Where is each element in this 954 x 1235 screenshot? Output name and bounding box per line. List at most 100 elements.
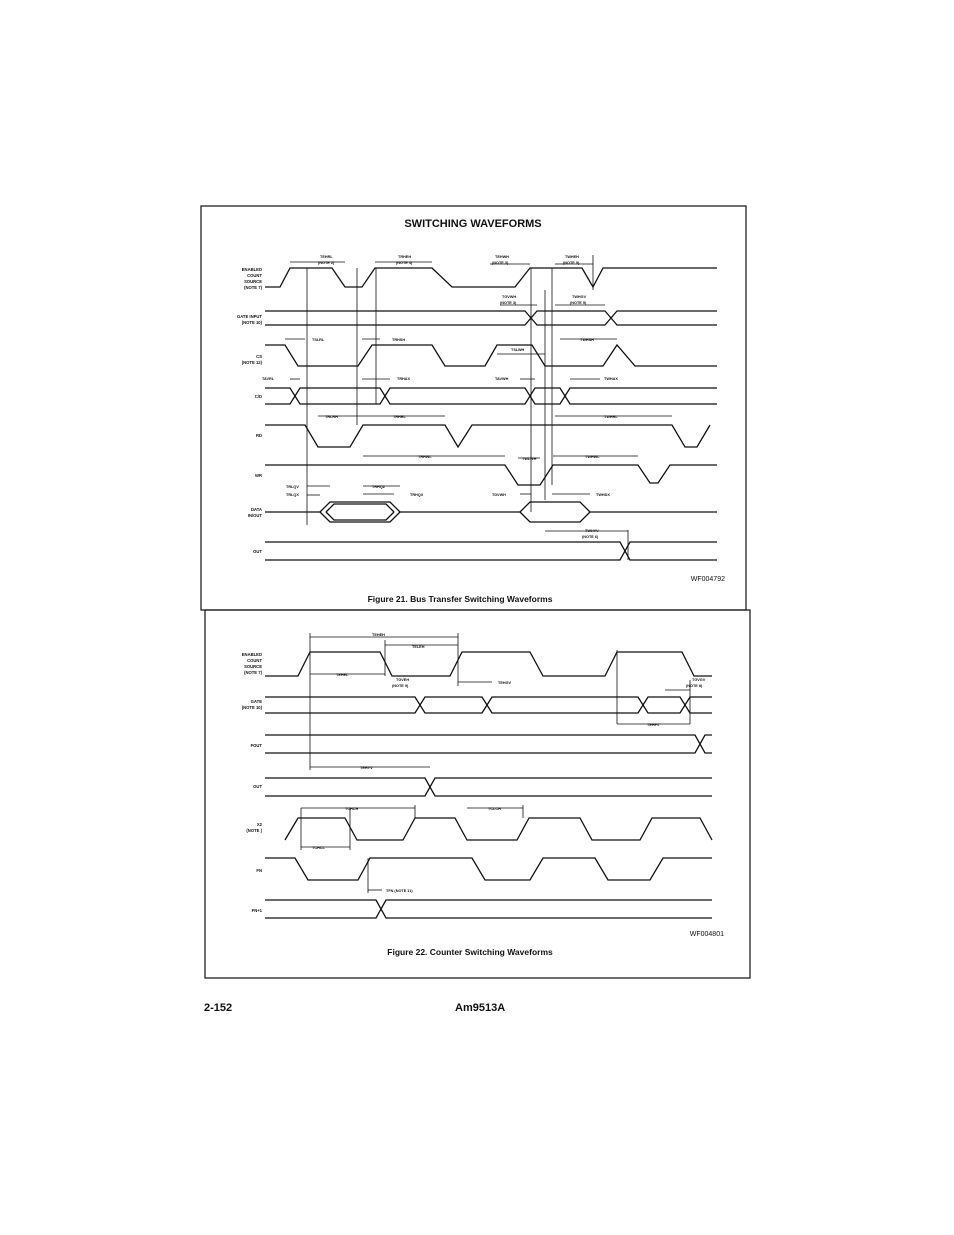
f21-label-gate-1: GATE INPUT bbox=[237, 314, 262, 319]
f21-tehwh-1: TEHWH bbox=[495, 255, 509, 259]
f21-cd-bus-lo bbox=[265, 387, 717, 405]
f21-twhax: TWHAX bbox=[604, 377, 618, 381]
f21-label-out: OUT bbox=[253, 549, 262, 554]
f21-trhax: TRHAX bbox=[397, 377, 411, 381]
f22-label-gate-1: GATE bbox=[251, 699, 263, 704]
f22-label-fn1: FN+1 bbox=[252, 908, 263, 913]
f21-trhqz: TRHQZ bbox=[372, 485, 386, 489]
figure21-timing-arrows bbox=[285, 261, 672, 532]
f21-ecs-wave bbox=[265, 267, 717, 289]
f21-trlqv: TRLQV bbox=[286, 485, 299, 489]
figure21-signal-labels: ENABLED COUNT SOURCE (NOTE 7) GATE INPUT… bbox=[237, 267, 263, 554]
f21-out-bus-hi bbox=[265, 541, 717, 561]
figure21-timing-labels: TEHRL (NOTE 2) TRHEH (NOTE 4) TEHWH (NOT… bbox=[262, 255, 618, 539]
f21-gate-bus-lo bbox=[265, 310, 717, 326]
f21-twheh-2: (NOTE 5) bbox=[563, 261, 580, 265]
figure22-timing-arrows bbox=[301, 636, 690, 891]
f21-data-valid-hi2 bbox=[325, 503, 395, 513]
figure22-frame bbox=[204, 609, 751, 979]
f22-label-gate-2: (NOTE 10) bbox=[242, 705, 263, 710]
figure21-caption: Figure 21. Bus Transfer Switching Wavefo… bbox=[368, 594, 553, 604]
f21-trheh-2: (NOTE 4) bbox=[396, 261, 413, 265]
f22-tehel: TEHEL bbox=[336, 673, 349, 677]
f22-label-x2-2: (NOTE ) bbox=[246, 828, 262, 833]
f22-tfn: TFN (NOTE 11) bbox=[386, 889, 413, 893]
f22-tehfv: TEHFV bbox=[647, 723, 660, 727]
f21-twhwl: TWHWL bbox=[585, 455, 600, 459]
f21-trhrl: TRHRL bbox=[393, 415, 407, 419]
page-number: 2-152 bbox=[204, 1002, 233, 1014]
figure22-code: WF004801 bbox=[690, 931, 724, 938]
f21-label-ecs-2: COUNT bbox=[247, 273, 262, 278]
f22-fout-bus-lo bbox=[265, 734, 712, 754]
f21-tdvwh: TDVWH bbox=[492, 493, 506, 497]
figure21-waveforms bbox=[265, 267, 717, 561]
f21-tslrl: TSLRL bbox=[312, 338, 325, 342]
f21-twhgv-1: TWHGV bbox=[572, 295, 587, 299]
f21-data-in-hi bbox=[519, 501, 591, 513]
f21-wr-wave bbox=[265, 464, 717, 486]
f21-twhgv-2: (NOTE 5) bbox=[570, 301, 587, 305]
f22-gate-bus-hi bbox=[265, 696, 712, 714]
f21-trlqx: TRLQX bbox=[286, 493, 299, 497]
f21-label-gate-2: (NOTE 10) bbox=[242, 320, 263, 325]
f22-out-bus-hi bbox=[265, 777, 712, 797]
f21-twhyv-2: (NOTE 6) bbox=[582, 535, 599, 539]
f21-data-valid-hi bbox=[319, 501, 401, 513]
figure22-reference-lines bbox=[300, 633, 691, 893]
f22-teheh: TEHEH bbox=[372, 633, 385, 637]
f22-fout-bus-hi bbox=[265, 734, 712, 754]
f22-label-fout: FOUT bbox=[251, 743, 263, 748]
f21-label-ecs-3: SOURCE bbox=[244, 279, 262, 284]
f21-label-data-2: IN/OUT bbox=[248, 513, 263, 518]
f22-label-out: OUT bbox=[253, 784, 262, 789]
f22-tehyv: TEHYV bbox=[360, 766, 373, 770]
f22-label-x2-1: X2 bbox=[257, 822, 263, 827]
f22-fn1-bus-lo bbox=[265, 899, 712, 919]
f22-label-fn: FN bbox=[256, 868, 262, 873]
f22-label-ecs-2: COUNT bbox=[247, 658, 262, 663]
f21-twhdx: TWHDX bbox=[596, 493, 610, 497]
f22-tchch: TCHCH bbox=[345, 807, 359, 811]
f21-tslwh: TSLWH bbox=[511, 348, 525, 352]
f22-teleh: TELEH bbox=[412, 645, 425, 649]
part-number: Am9513A bbox=[455, 1002, 506, 1014]
f21-label-cs-1: CS bbox=[256, 354, 262, 359]
f22-label-ecs-3: SOURCE bbox=[244, 664, 262, 669]
f21-rd-wave bbox=[265, 424, 711, 449]
f21-tgvwh-1: TGVWH bbox=[502, 295, 516, 299]
f22-ecs-wave bbox=[265, 651, 712, 677]
f22-tclch: TCLCH bbox=[488, 807, 501, 811]
f21-data-valid-lo2 bbox=[325, 511, 395, 521]
figure22-timing-labels: TEHEH TELEH TEHEL TGVEH (NOTE 9) TEHGV T… bbox=[312, 633, 706, 893]
f21-data-valid-lo bbox=[319, 511, 401, 523]
f22-gate-bus-lo bbox=[265, 696, 712, 714]
figure22-waveforms bbox=[265, 651, 713, 919]
f22-tgveh-2: (NOTE 9) bbox=[392, 684, 409, 688]
f21-tavwh: TAVWH bbox=[495, 377, 509, 381]
f21-label-ecs-1: ENABLED bbox=[242, 267, 262, 272]
f21-twheh-1: TWHEH bbox=[565, 255, 579, 259]
f22-tchcl: TCHCL bbox=[312, 846, 326, 850]
f21-trheh-1: TRHEH bbox=[398, 255, 411, 259]
figure21-code: WF004792 bbox=[691, 576, 725, 583]
f21-twhyv-1: TWHYV bbox=[585, 529, 599, 533]
f21-label-ecs-4: (NOTE 7) bbox=[244, 285, 263, 290]
figure21-frame bbox=[200, 205, 747, 611]
f21-data-in-lo bbox=[519, 511, 591, 523]
f21-trhsh: TRHSH bbox=[392, 338, 405, 342]
f22-tgvgv-1: TGVGV bbox=[692, 678, 706, 682]
section-title: SWITCHING WAVEFORMS bbox=[404, 218, 541, 230]
f21-label-wr: WR bbox=[255, 473, 262, 478]
f21-label-data-1: DATA bbox=[251, 507, 262, 512]
f21-tavrl: TAVRL bbox=[262, 377, 275, 381]
f21-label-cd: C/D bbox=[255, 394, 262, 399]
f22-fn1-bus-hi bbox=[265, 899, 712, 919]
figure22-caption: Figure 22. Counter Switching Waveforms bbox=[387, 947, 553, 957]
f21-trhwl: TRHWL bbox=[418, 455, 432, 459]
f21-twlwh: TWLWH bbox=[522, 457, 537, 461]
f21-label-rd: RD bbox=[256, 433, 262, 438]
f21-trlrh: TRLRH bbox=[325, 415, 338, 419]
f21-gate-bus-hi bbox=[265, 310, 717, 326]
